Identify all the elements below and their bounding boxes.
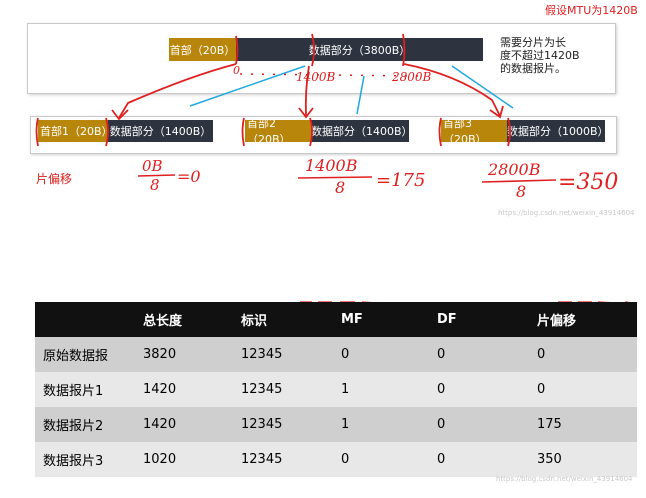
arrow1-head: [111, 109, 129, 121]
table-cell: 原始数据报: [35, 337, 135, 372]
split-bracket-2: [402, 33, 406, 67]
table-cell: 3820: [135, 337, 233, 372]
table-cell: 0: [429, 337, 529, 372]
table-cell: 12345: [233, 442, 333, 477]
table-cell: 数据报片3: [35, 442, 135, 477]
table-cell: 12345: [233, 337, 333, 372]
watermark-bottom: https://blog.csdn.net/weixin_43914604: [496, 475, 633, 483]
table-cell: 12345: [233, 372, 333, 407]
table-cell: 175: [529, 407, 637, 442]
header-cell: DF: [429, 302, 529, 337]
table-cell: 1420: [135, 407, 233, 442]
table-cell: 0: [333, 337, 429, 372]
table-cell: 0: [529, 337, 637, 372]
split-bracket-0: [235, 35, 239, 65]
split-bracket-1: [311, 33, 315, 67]
table-cell: 1020: [135, 442, 233, 477]
table-cell: 0: [429, 442, 529, 477]
header-cell: 标识: [233, 302, 333, 337]
calc3-result: =350: [558, 170, 619, 195]
connector-line-1: [189, 65, 306, 107]
original-data-block: 数据部分（3800B）: [236, 38, 483, 61]
connector-line-2: [356, 75, 365, 115]
table-row: 数据报片1 1420 12345 1 0 0: [35, 372, 637, 407]
fragment1-header: 首部1（20B）: [38, 120, 113, 142]
calc3-numerator: 2800B: [488, 160, 541, 179]
arrow-to-fragment2: [304, 65, 310, 117]
note-line-2: 度不超过1420B: [500, 49, 580, 62]
note-line-1: 需要分片为长: [500, 36, 566, 49]
frag3-end-bracket: [507, 117, 511, 147]
table-cell: 1420: [135, 372, 233, 407]
header-cell: [35, 302, 135, 337]
table-cell: 数据报片1: [35, 372, 135, 407]
calc2-denominator: 8: [335, 178, 346, 197]
table-cell: 1: [333, 372, 429, 407]
table-cell: 0: [429, 372, 529, 407]
arrow-to-fragment3: [403, 63, 501, 117]
frag1-end-bracket: [105, 117, 109, 147]
frag2-end-bracket: [309, 117, 313, 147]
fragment-requirement-note: 需要分片为长 度不超过1420B 的数据报片。: [500, 36, 580, 75]
table-cell: 1: [333, 407, 429, 442]
calc3-denominator: 8: [516, 182, 527, 201]
fragment2-data: 数据部分（1400B）: [311, 120, 413, 142]
frag2-bracket: [241, 117, 245, 147]
note-line-3: 的数据报片。: [500, 62, 566, 75]
fragment2-header: 首部2（20B）: [245, 117, 313, 146]
original-datagram-panel: [27, 23, 616, 94]
table-cell: 350: [529, 442, 637, 477]
frag1-bracket: [35, 117, 39, 147]
calc2-result: =175: [376, 170, 426, 191]
fraction-bar-1: [137, 174, 176, 177]
split-offset-0: 0: [233, 64, 240, 77]
original-header-block: 首部（20B）: [169, 38, 236, 61]
connector-line-3: [451, 65, 514, 109]
watermark-top: https://blog.csdn.net/weixin_43914604: [498, 209, 635, 217]
arrow3-head: [489, 105, 504, 119]
fraction-bar-2: [297, 176, 373, 179]
fragments-panel: [30, 116, 617, 154]
fragment3-data: 数据部分（1000B）: [507, 120, 609, 142]
table-cell: 0: [529, 372, 637, 407]
table-cell: 0: [429, 407, 529, 442]
arrow-to-fragment1: [118, 63, 237, 119]
frag3-bracket: [438, 117, 442, 147]
calc1-denominator: 8: [150, 176, 160, 194]
table-cell: 数据报片2: [35, 407, 135, 442]
header-cell: 片偏移: [529, 302, 637, 337]
calc2-numerator: 1400B: [305, 156, 358, 175]
fragment-offset-label: 片偏移: [36, 172, 73, 186]
table-row: 原始数据报 3820 12345 0 0 0: [35, 337, 637, 372]
table-row: 数据报片2 1420 12345 1 0 175: [35, 407, 637, 442]
table-header-row: 总长度 标识 MF DF 片偏移: [35, 302, 637, 337]
fragment-table: 总长度 标识 MF DF 片偏移 原始数据报 3820 12345 0 0 0 …: [35, 302, 637, 477]
header-cell: MF: [333, 302, 429, 337]
fragment1-data: 数据部分（1400B）: [108, 120, 213, 142]
table-cell: 0: [333, 442, 429, 477]
header-cell: 总长度: [135, 302, 233, 337]
split-offset-1400: 1400B: [296, 70, 336, 84]
calc1-result: =0: [177, 167, 201, 186]
split-offset-2800: 2800B: [392, 70, 432, 84]
fraction-bar-3: [481, 179, 557, 183]
mtu-note: 假设MTU为1420B: [545, 4, 638, 17]
calc1-numerator: 0B: [142, 157, 163, 175]
table-cell: 12345: [233, 407, 333, 442]
table-row: 数据报片3 1020 12345 0 0 350: [35, 442, 637, 477]
arrow2-head: [298, 107, 314, 119]
